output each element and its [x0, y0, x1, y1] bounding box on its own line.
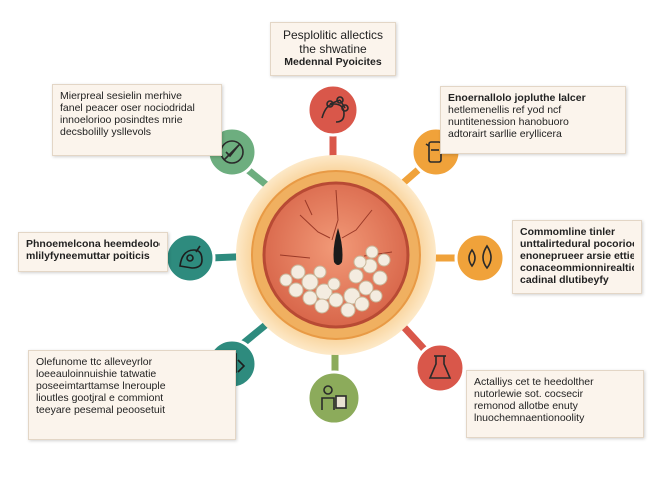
callout-mid-right-line: unttalirtedural pocoriooral: [520, 238, 634, 250]
callout-upper-left-line: fanel peacer oser nociodridal: [60, 102, 195, 114]
callout-mid-right-line: conaceommionnirealtion: [520, 262, 634, 274]
spindle-icon: [333, 228, 343, 265]
callout-upper-left-line: decsbolilly ysllevols: [60, 126, 152, 138]
callout-upper-right-line: adtorairt sarllie eryllicera: [448, 128, 562, 140]
callout-mid-left-line: mlilyfyneemuttar poiticis: [26, 250, 150, 262]
callout-lower-left-line: loeeauloinnuishie tatwatie: [36, 368, 157, 380]
callout-mid-left: Phnoemelcona heemdeoloe mlilyfyneemuttar…: [18, 232, 168, 272]
callout-upper-right-line: nuntitenession hanobuoro: [448, 116, 569, 128]
callout-lower-left-line: teeyare pesemal peoosetuit: [36, 404, 165, 416]
callout-upper-right-line: hetlemenellis ref yod ncf: [448, 104, 562, 116]
callout-upper-right-line: Enoernallolo jopluthe lalcer: [448, 92, 586, 104]
callout-mid-right-line: cadinal dlutibeyfy: [520, 274, 609, 286]
callout-lower-left-line: lioutles gootjral e commiont: [36, 392, 164, 404]
callout-upper-right: Enoernallolo jopluthe lalcer hetlemenell…: [440, 86, 626, 154]
callout-top-line: Pesplolitic allectics: [282, 28, 384, 42]
central-hub: [236, 155, 436, 355]
callout-mid-right-line: Commomline tinler: [520, 226, 616, 238]
callout-lower-left-line: poseeimtarttamse lnerouple: [36, 380, 166, 392]
callout-upper-left: Mierpreal sesielin merhive fanel peacer …: [52, 84, 222, 156]
bead-cluster-icon: [279, 245, 391, 318]
callout-top: Pesplolitic allectics the shwatine Meden…: [270, 22, 396, 76]
callout-upper-left-line: Mierpreal sesielin merhive: [60, 90, 182, 102]
node-teal-left: [164, 232, 216, 284]
callout-lower-left-line: Olefunome ttc alleveyrlor: [36, 356, 153, 368]
callout-upper-left-line: innoelorioo posindtes mrie: [60, 114, 183, 126]
callout-lower-right-line: nutorlewie sot. cocsecir: [474, 388, 584, 400]
callout-lower-right: Actalliys cet te heedolther nutorlewie s…: [466, 370, 644, 438]
callout-lower-left: Olefunome ttc alleveyrlor loeeauloinnuis…: [28, 350, 236, 440]
node-olive-bottom: [306, 370, 362, 426]
cells-icon: [179, 245, 203, 269]
callout-lower-right-line: remonod allotbe enuty: [474, 400, 578, 412]
flask-icon: [428, 355, 452, 379]
callout-top-line: the shwatine: [299, 42, 367, 56]
node-red-top: [306, 83, 360, 137]
droplets-icon: [468, 244, 492, 270]
callout-lower-right-line: Actalliys cet te heedolther: [474, 376, 594, 388]
callout-mid-left-line: Phnoemelcona heemdeoloe: [26, 238, 160, 250]
callout-mid-right: Commomline tinler unttalirtedural pocori…: [512, 220, 642, 294]
node-red-lower-right: [414, 342, 466, 394]
hand-molecule-icon: [321, 96, 349, 123]
callout-top-line: Medennal Pyoicites: [284, 56, 382, 68]
callout-mid-right-line: enoneprueer arsie ettier: [520, 250, 634, 262]
node-orange-right: [454, 232, 506, 284]
callout-lower-right-line: lnuochemnaentionoolity: [474, 412, 585, 424]
person-icon: [321, 385, 347, 410]
